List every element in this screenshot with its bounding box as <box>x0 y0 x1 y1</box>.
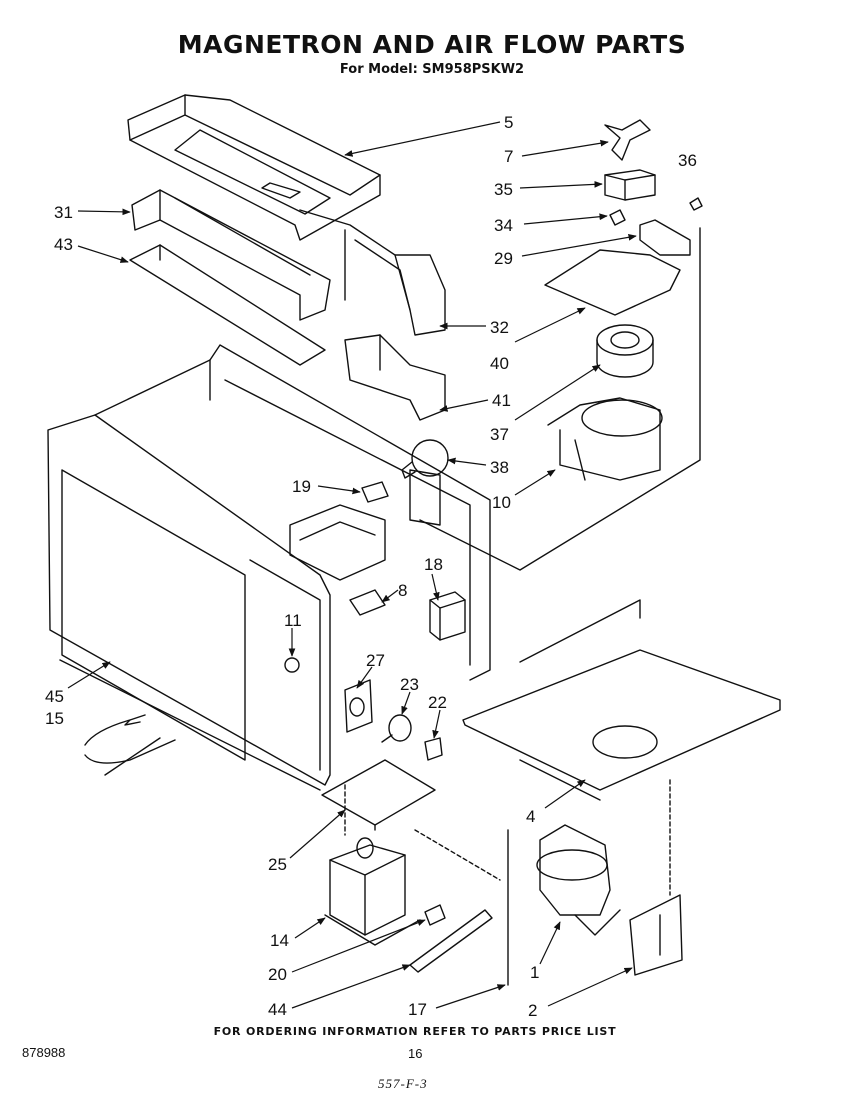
leader-29 <box>521 233 637 257</box>
leader-7 <box>521 139 609 157</box>
callout-25: 25 <box>268 855 287 874</box>
callout-41: 41 <box>492 391 511 410</box>
callout-2: 2 <box>528 1001 537 1020</box>
handwritten-note: 557-F-3 <box>378 1076 428 1091</box>
bracket-43-part <box>129 244 326 366</box>
callout-35: 35 <box>494 180 513 199</box>
leader-22 <box>432 709 441 739</box>
thermistor-15-part <box>84 714 176 776</box>
leader-2 <box>547 967 633 1007</box>
blower-housing-part <box>547 397 663 481</box>
bracket-44-part <box>409 909 493 973</box>
callout-22: 22 <box>428 693 447 712</box>
callout-43: 43 <box>54 235 73 254</box>
fan-blade-part <box>604 119 651 161</box>
page-number: 16 <box>408 1046 423 1061</box>
base-plate-part <box>462 599 781 801</box>
leader-40 <box>514 307 586 343</box>
callout-32: 32 <box>490 318 509 337</box>
clip-36-part <box>689 197 703 211</box>
callout-7: 7 <box>504 147 513 166</box>
callout-29: 29 <box>494 249 513 268</box>
page-title: MAGNETRON AND AIR FLOW PARTS <box>177 30 687 59</box>
leader-27 <box>356 666 373 689</box>
duct-1-part <box>536 824 621 936</box>
clip-34-part <box>609 209 626 226</box>
callout-14: 14 <box>270 931 289 950</box>
callout-17: 17 <box>408 1000 427 1019</box>
leader-45 <box>67 661 111 689</box>
leader-17 <box>435 984 506 1009</box>
leader-25 <box>289 809 346 859</box>
callout-37: 37 <box>490 425 509 444</box>
thermal-fuse-19-part <box>361 481 389 503</box>
ordering-note: FOR ORDERING INFORMATION REFER TO PARTS … <box>213 1025 617 1038</box>
leader-43 <box>77 245 129 263</box>
part-22-part <box>424 737 443 761</box>
model-subtitle: For Model: SM958PSKW2 <box>339 62 525 77</box>
part-20-part <box>424 904 446 926</box>
leader-19 <box>317 485 361 495</box>
callout-38: 38 <box>490 458 509 477</box>
duct-41-part <box>344 334 446 421</box>
fan-motor-part <box>604 169 656 201</box>
callout-31: 31 <box>54 203 73 222</box>
leader-41 <box>439 399 489 412</box>
leader-20 <box>291 919 426 973</box>
relay-18-part <box>429 591 466 641</box>
leader-4 <box>544 779 586 809</box>
leader-31 <box>77 208 131 216</box>
callout-5: 5 <box>504 113 513 132</box>
callout-23: 23 <box>400 675 419 694</box>
leader-23 <box>401 691 411 715</box>
component-plate-part <box>289 504 386 581</box>
callout-4: 4 <box>526 807 535 826</box>
callout-34: 34 <box>494 216 513 235</box>
magnetron-mount-part <box>321 759 436 831</box>
document-number: 878988 <box>22 1045 66 1060</box>
leader-34 <box>523 213 608 225</box>
leader-38 <box>447 457 487 466</box>
callout-15: 15 <box>45 709 64 728</box>
part-23-part <box>381 714 412 743</box>
callout-11: 11 <box>284 611 302 630</box>
callout-36: 36 <box>678 151 697 170</box>
callout-10: 10 <box>492 493 511 512</box>
callout-40: 40 <box>490 354 509 373</box>
blower-wheel-part <box>596 324 654 378</box>
leader-35 <box>519 181 603 189</box>
leader-44 <box>291 964 411 1009</box>
callout-1: 1 <box>530 963 539 982</box>
magnetron-duct-part <box>299 209 446 336</box>
callout-45: 45 <box>45 687 64 706</box>
callout-19: 19 <box>292 477 311 496</box>
bracket-2-part <box>629 894 683 976</box>
plate-27-part <box>344 679 373 733</box>
callout-18: 18 <box>424 555 443 574</box>
callout-8: 8 <box>398 581 407 600</box>
leader-37 <box>514 364 601 421</box>
leader-18 <box>431 573 440 601</box>
callout-44: 44 <box>268 1000 287 1019</box>
air-duct-cover-part <box>127 94 381 241</box>
leader-10 <box>514 469 556 496</box>
fan-bracket-part <box>419 219 701 571</box>
leader-1 <box>539 921 561 965</box>
thermal-cutout-11-part <box>284 657 300 673</box>
bracket-31-part <box>131 189 331 321</box>
switch-8-part <box>349 589 386 616</box>
callout-20: 20 <box>268 965 287 984</box>
callout-27: 27 <box>366 651 385 670</box>
leader-14 <box>294 917 326 939</box>
oven-cavity-part <box>47 344 491 791</box>
leader-5 <box>344 121 501 157</box>
leader-8 <box>381 589 399 603</box>
magnetron-part <box>324 837 421 946</box>
